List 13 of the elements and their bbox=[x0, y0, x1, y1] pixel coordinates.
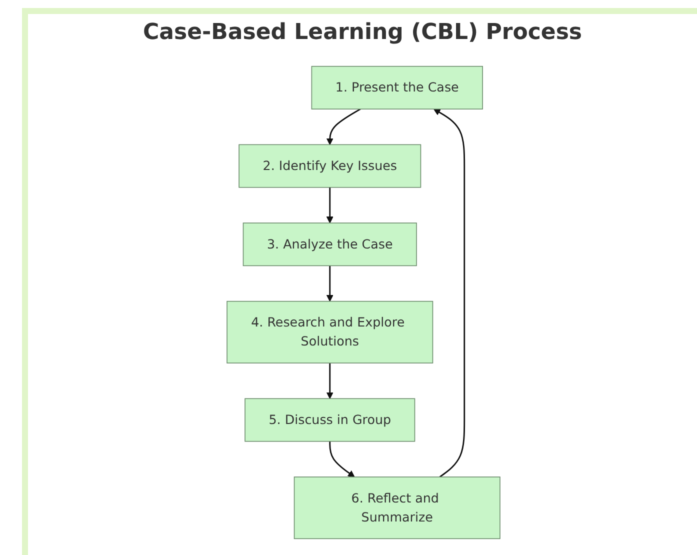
arrow bbox=[326, 363, 334, 399]
arrow bbox=[329, 441, 355, 478]
arrow bbox=[326, 266, 334, 302]
diagram-title: Case-Based Learning (CBL) Process bbox=[142, 20, 584, 45]
arrow bbox=[326, 187, 334, 224]
node-box: 6. Reflect and Summarize bbox=[294, 476, 500, 540]
node-box: 2. Identify Key Issues bbox=[238, 144, 422, 188]
node-box: 3. Analyze the Case bbox=[242, 222, 417, 266]
node-box: 1. Present the Case bbox=[311, 66, 483, 110]
node-box: 4. Research and Explore Solutions bbox=[226, 300, 434, 364]
arrow bbox=[434, 108, 466, 478]
node-box: 5. Discuss in Group bbox=[244, 398, 416, 442]
arrow bbox=[326, 108, 361, 145]
